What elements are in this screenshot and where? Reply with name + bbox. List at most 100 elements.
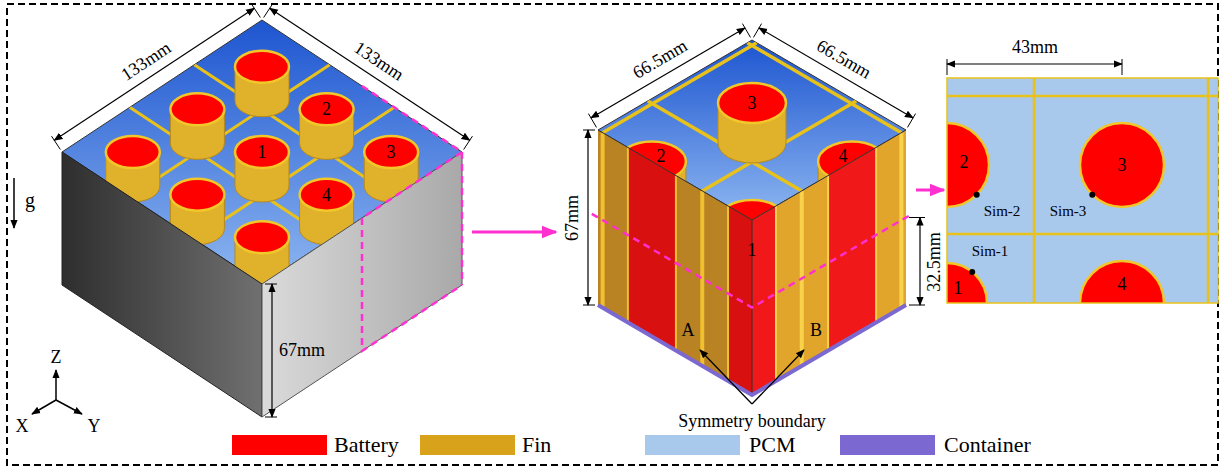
- battery-top: [718, 83, 786, 123]
- extension-line: [464, 136, 473, 149]
- container-bottom: [598, 305, 906, 395]
- axis-arrow: [55, 370, 57, 400]
- battery-number: 3: [387, 143, 396, 161]
- extension-line: [583, 305, 595, 306]
- legend-text: Battery: [334, 434, 399, 456]
- dimension-line: [591, 28, 745, 118]
- section-view: [905, 59, 1218, 345]
- battery-number: 2: [960, 153, 969, 171]
- full-module: [14, 4, 472, 417]
- battery-number: 1: [748, 241, 757, 259]
- leader-arrow: [700, 350, 752, 404]
- face-label: A: [682, 321, 695, 339]
- battery-section: [1080, 123, 1164, 207]
- boundary-label: Symmetry boundary: [678, 412, 825, 430]
- legend-text: PCM: [749, 434, 795, 456]
- dimension-line: [270, 8, 470, 140]
- monitor-point: [1089, 192, 1095, 198]
- extension-line: [265, 417, 277, 418]
- section-interior: [905, 78, 1218, 345]
- dimension-label: 67mm: [563, 195, 581, 241]
- battery-top: [170, 93, 224, 125]
- extension-line: [754, 24, 762, 38]
- dimension-label: 66.5mm: [630, 36, 690, 82]
- section-outline: [461, 152, 464, 285]
- axis-arrow: [56, 400, 82, 414]
- dimension-label: 133mm: [118, 38, 174, 83]
- fin: [1033, 78, 1036, 303]
- battery-top: [235, 51, 289, 83]
- legend-swatch: [420, 435, 515, 455]
- fin: [1207, 78, 1210, 303]
- dashed-frame: [7, 4, 1218, 465]
- extension-line: [252, 4, 261, 17]
- monitor-point: [974, 192, 980, 198]
- fin-section: [775, 206, 777, 381]
- dimension-line: [759, 28, 913, 118]
- fin: [947, 95, 1218, 98]
- extension-line: [909, 217, 925, 218]
- dimension-line: [54, 8, 254, 140]
- fin-section: [827, 176, 829, 351]
- battery-top: [364, 136, 418, 168]
- dimension-line: [271, 284, 272, 417]
- extension-line: [52, 136, 61, 149]
- extension-line: [742, 24, 750, 38]
- battery-section: [628, 147, 676, 350]
- gravity-arrow: [13, 178, 15, 228]
- battery-number: 3: [1118, 156, 1127, 174]
- monitor-point: [969, 269, 975, 275]
- monitor-label: Sim-1: [972, 244, 1009, 259]
- battery-section: [752, 206, 776, 395]
- container-side: [262, 152, 462, 417]
- battery-number: 4: [839, 147, 848, 165]
- zoom-arrow: [472, 231, 556, 234]
- extension-line: [909, 305, 925, 306]
- monitor-label: Sim-3: [1050, 204, 1087, 219]
- dimension-label: 67mm: [279, 341, 325, 359]
- dimension-label: 66.5mm: [814, 36, 874, 82]
- gravity-label: g: [25, 190, 35, 210]
- axis-label: Z: [51, 348, 62, 366]
- section-plane: [592, 214, 912, 308]
- extension-line: [947, 59, 948, 75]
- battery-number: 2: [322, 100, 331, 118]
- battery-number: 1: [258, 143, 267, 161]
- section-outline: [362, 218, 462, 351]
- battery-number: 4: [322, 186, 331, 204]
- dimension-line: [919, 218, 920, 306]
- battery-number: 1: [954, 279, 963, 297]
- extension-line: [265, 284, 277, 285]
- battery-top: [300, 179, 354, 211]
- axis-arrow: [32, 400, 56, 414]
- battery-number: 2: [657, 147, 666, 165]
- leader-arrow: [752, 350, 804, 404]
- battery-top: [235, 221, 289, 253]
- dimension-label: 133mm: [351, 38, 407, 83]
- dimension-label: 43mm: [1012, 38, 1058, 56]
- extension-line: [583, 130, 595, 131]
- battery-top: [300, 93, 354, 125]
- fin-section: [899, 133, 903, 308]
- battery-number: 4: [1118, 275, 1127, 293]
- edge: [598, 130, 906, 220]
- axis-label: X: [16, 417, 29, 435]
- battery-top: [170, 179, 224, 211]
- pcm-section: [947, 78, 1218, 303]
- extension-line: [1122, 59, 1123, 75]
- section-border: [947, 78, 1218, 303]
- zoom-arrow: [916, 189, 944, 192]
- legend-text: Container: [944, 434, 1031, 456]
- legend-swatch: [232, 435, 327, 455]
- legend-swatch: [840, 435, 935, 455]
- section-outline: [362, 86, 462, 218]
- fin: [947, 233, 1218, 236]
- legend-swatch: [645, 435, 740, 455]
- container-side: [62, 152, 262, 417]
- battery-top: [106, 136, 160, 168]
- legend-text: Fin: [522, 434, 551, 456]
- dimension-line: [587, 130, 588, 305]
- symmetry-face: [752, 130, 906, 395]
